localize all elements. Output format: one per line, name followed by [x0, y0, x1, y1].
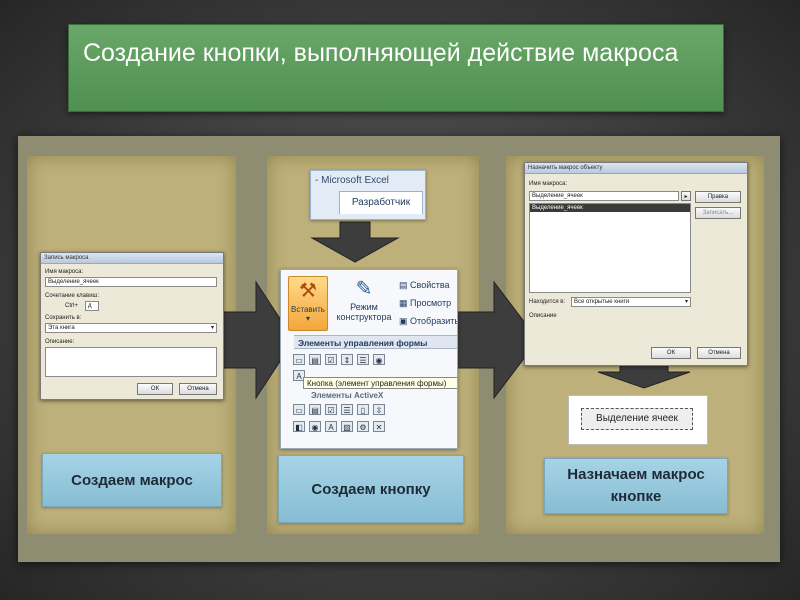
folder-icon: ▸ [684, 194, 688, 200]
shortcut-label: Сочетание клавиш: [45, 293, 100, 299]
save-in-value: Эта книга [48, 325, 75, 331]
properties-label: Свойства [410, 280, 450, 290]
edit-button[interactable]: Правка [695, 191, 741, 203]
macro-name-label: Имя макроса: [45, 269, 84, 275]
dialog-title: Назначить макрос объекту [525, 163, 747, 174]
view-code-label: Просмотр [410, 298, 452, 308]
list-item[interactable]: Выделение_ячеек [530, 204, 690, 212]
caption-step1: Создаем макрос [42, 453, 222, 507]
dialog-title: Запись макроса [41, 253, 223, 264]
cancel-button[interactable]: Отмена [697, 347, 741, 359]
activex-listbox-icon[interactable]: ☰ [341, 404, 353, 415]
label-icon[interactable]: A [293, 370, 305, 381]
display-label: Отобразить [410, 316, 458, 326]
chevron-down-icon: ▾ [210, 325, 214, 331]
properties-icon: ▤ [399, 280, 411, 290]
located-in-select[interactable]: Все открытые книги ▾ [571, 297, 691, 307]
spinner-icon[interactable]: ⇕ [341, 354, 353, 365]
assign-macro-dialog: Назначить макрос объекту Имя макроса: Вы… [524, 162, 748, 366]
app-title: - Microsoft Excel [315, 175, 389, 186]
ruler-pencil-icon: ✎ [355, 278, 373, 300]
description-textarea[interactable] [45, 347, 217, 377]
description-label: Описание: [45, 339, 75, 345]
worksheet-area: Выделение ячеек [568, 395, 708, 445]
activex-button-icon[interactable]: ▭ [293, 404, 305, 415]
view-code-item[interactable]: ▦ Просмотр [399, 298, 451, 309]
arrow-down-1 [310, 221, 400, 263]
macro-picker-button[interactable]: ▸ [681, 191, 691, 201]
activex-more-icon[interactable]: ⚙ [357, 421, 369, 432]
activex-label-icon[interactable]: A [325, 421, 337, 432]
display-icon: ▣ [399, 316, 411, 326]
activex-image-icon[interactable]: ▨ [341, 421, 353, 432]
caption-step2: Создаем кнопку [278, 455, 464, 523]
excel-titlebar: - Microsoft Excel Разработчик [310, 170, 426, 220]
activex-checkbox-icon[interactable]: ☑ [325, 404, 337, 415]
activex-tools-icon[interactable]: ✕ [373, 421, 385, 432]
record-macro-dialog: Запись макроса Имя макроса: Выделение_яч… [40, 252, 224, 400]
cancel-button[interactable]: Отмена [179, 383, 217, 395]
caption-step3: Назначаем макрос кнопке [544, 458, 728, 514]
save-in-select[interactable]: Эта книга ▾ [45, 323, 217, 333]
located-in-label: Находится в: [529, 299, 566, 305]
view-code-icon: ▦ [399, 298, 411, 308]
ok-button[interactable]: ОК [137, 383, 173, 395]
tab-developer[interactable]: Разработчик [339, 191, 423, 214]
chevron-down-icon: ▾ [305, 314, 310, 323]
button-control-icon[interactable]: ▭ [293, 354, 305, 365]
description-label: Описание [529, 313, 557, 319]
ctrl-label: Ctrl+ [65, 303, 78, 309]
display-item[interactable]: ▣ Отобразить [399, 316, 458, 327]
arrow-right-2 [453, 280, 539, 400]
shortcut-input[interactable]: д [85, 301, 99, 311]
activex-header: Элементы ActiveX [311, 391, 384, 400]
ok-button[interactable]: ОК [651, 347, 691, 359]
design-mode-button[interactable]: ✎ Режим конструктора [333, 276, 395, 331]
insert-button[interactable]: ⚒ Вставить ▾ [288, 276, 328, 331]
design-mode-label: Режим конструктора [336, 302, 392, 322]
radio-icon[interactable]: ◉ [373, 354, 385, 365]
developer-ribbon: ⚒ Вставить ▾ ✎ Режим конструктора ▤ Свой… [280, 269, 458, 449]
located-in-value: Все открытые книги [574, 299, 630, 305]
record-button[interactable]: Записать... [695, 207, 741, 219]
activex-textbox-icon[interactable]: ▯ [357, 404, 369, 415]
activex-scroll-icon[interactable]: ⇳ [373, 404, 385, 415]
activex-toggle-icon[interactable]: ◧ [293, 421, 305, 432]
chevron-down-icon: ▾ [684, 299, 688, 305]
form-controls-header: Элементы управления формы [294, 335, 457, 349]
slide-title: Создание кнопки, выполняющей действие ма… [68, 24, 724, 112]
save-in-label: Сохранить в: [45, 315, 82, 321]
macro-list[interactable]: Выделение_ячеек [529, 203, 691, 293]
properties-item[interactable]: ▤ Свойства [399, 280, 450, 291]
activex-radio-icon[interactable]: ◉ [309, 421, 321, 432]
combobox-icon[interactable]: ▤ [309, 354, 321, 365]
button-tooltip: Кнопка (элемент управления формы) [303, 377, 457, 389]
macro-name-label: Имя макроса: [529, 181, 568, 187]
checkbox-icon[interactable]: ☑ [325, 354, 337, 365]
macro-name-input[interactable]: Выделение_ячеек [45, 277, 217, 287]
macro-name-input[interactable]: Выделение_ячеек [529, 191, 679, 201]
insert-label: Вставить [291, 305, 325, 314]
macro-button[interactable]: Выделение ячеек [581, 408, 693, 430]
toolbox-icon: ⚒ [299, 280, 317, 302]
listbox-icon[interactable]: ☰ [357, 354, 369, 365]
activex-combobox-icon[interactable]: ▤ [309, 404, 321, 415]
